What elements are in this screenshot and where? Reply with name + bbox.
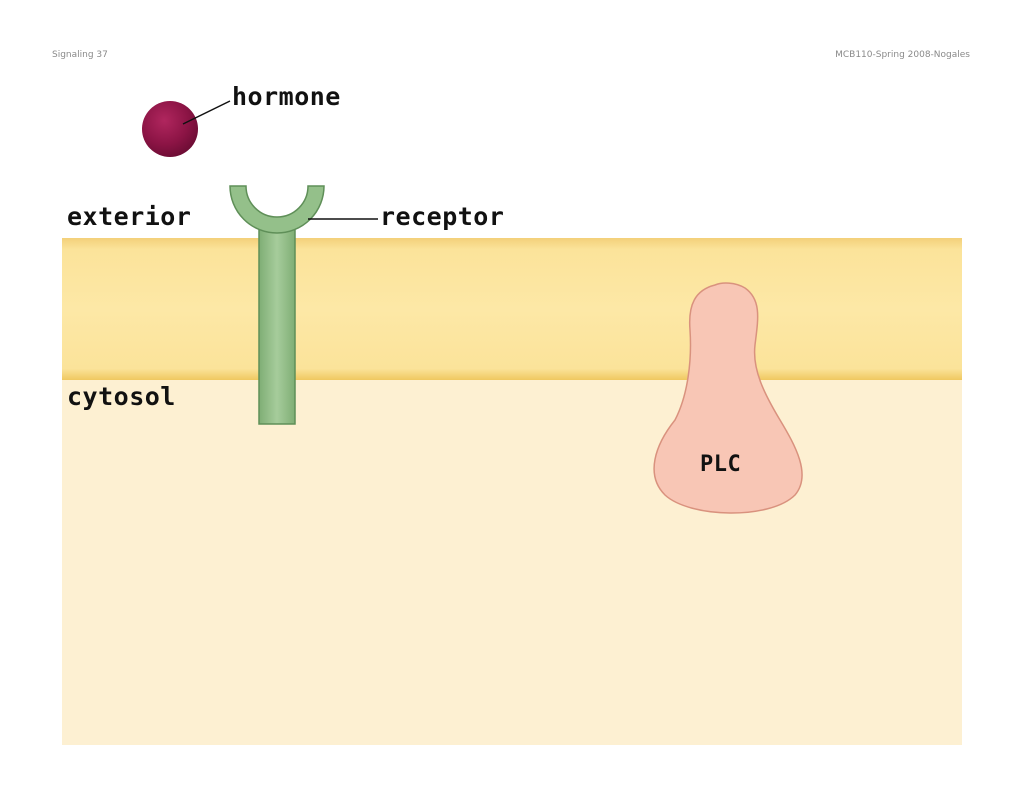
cell-membrane: [62, 238, 962, 380]
plc-label: PLC: [700, 452, 742, 477]
plc-enzyme: [653, 282, 803, 514]
course-title: MCB110-Spring 2008-Nogales: [835, 50, 970, 60]
receptor-label: receptor: [380, 202, 505, 231]
hormone-molecule: [142, 101, 198, 157]
cytosol-label: cytosol: [67, 382, 176, 411]
slide-number: Signaling 37: [52, 50, 108, 60]
hormone-pointer-line: [182, 100, 231, 125]
hormone-label: hormone: [232, 82, 341, 111]
cytosol-region: [62, 375, 962, 745]
receptor-stalk: [258, 225, 296, 425]
exterior-label: exterior: [67, 202, 192, 231]
receptor-cup: [229, 185, 325, 234]
